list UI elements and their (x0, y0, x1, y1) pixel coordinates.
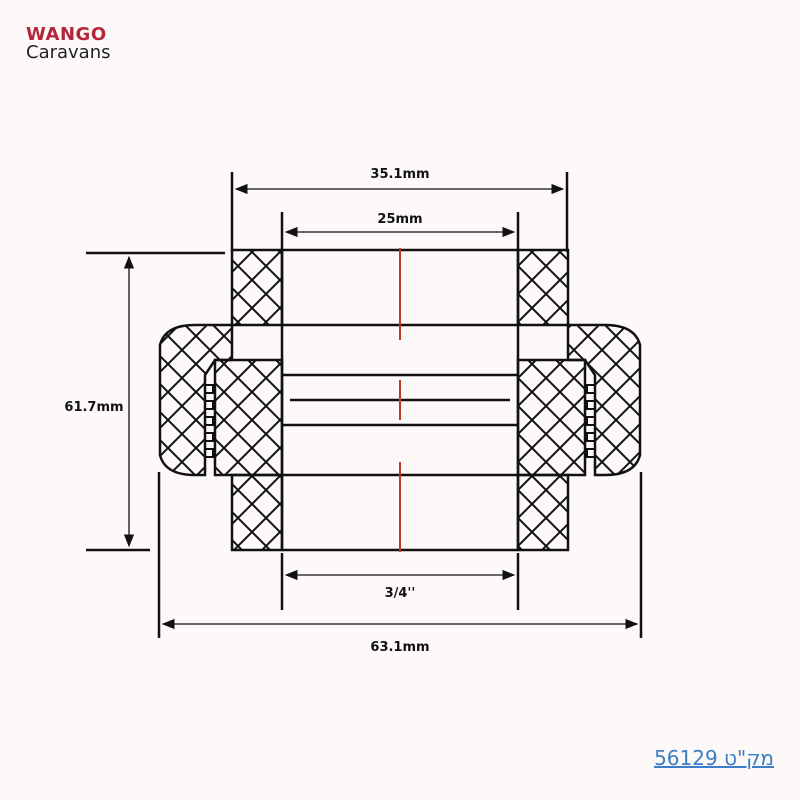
dim-top-inner: 25mm (377, 212, 422, 227)
brand-logo: WANGO Caravans (22, 24, 132, 68)
dim-height: 61.7mm (64, 400, 123, 415)
dim-bottom-outer: 63.1mm (370, 640, 429, 655)
logo-caravans-text: Caravans (26, 42, 111, 63)
dim-bottom-inner: 3/4'' (385, 586, 416, 601)
dimension-lines (86, 172, 643, 638)
dim-top-outer: 35.1mm (370, 167, 429, 182)
logo-wango-text: WANGO (26, 24, 107, 45)
sku-link[interactable]: מק"ט 56129 (654, 746, 774, 770)
